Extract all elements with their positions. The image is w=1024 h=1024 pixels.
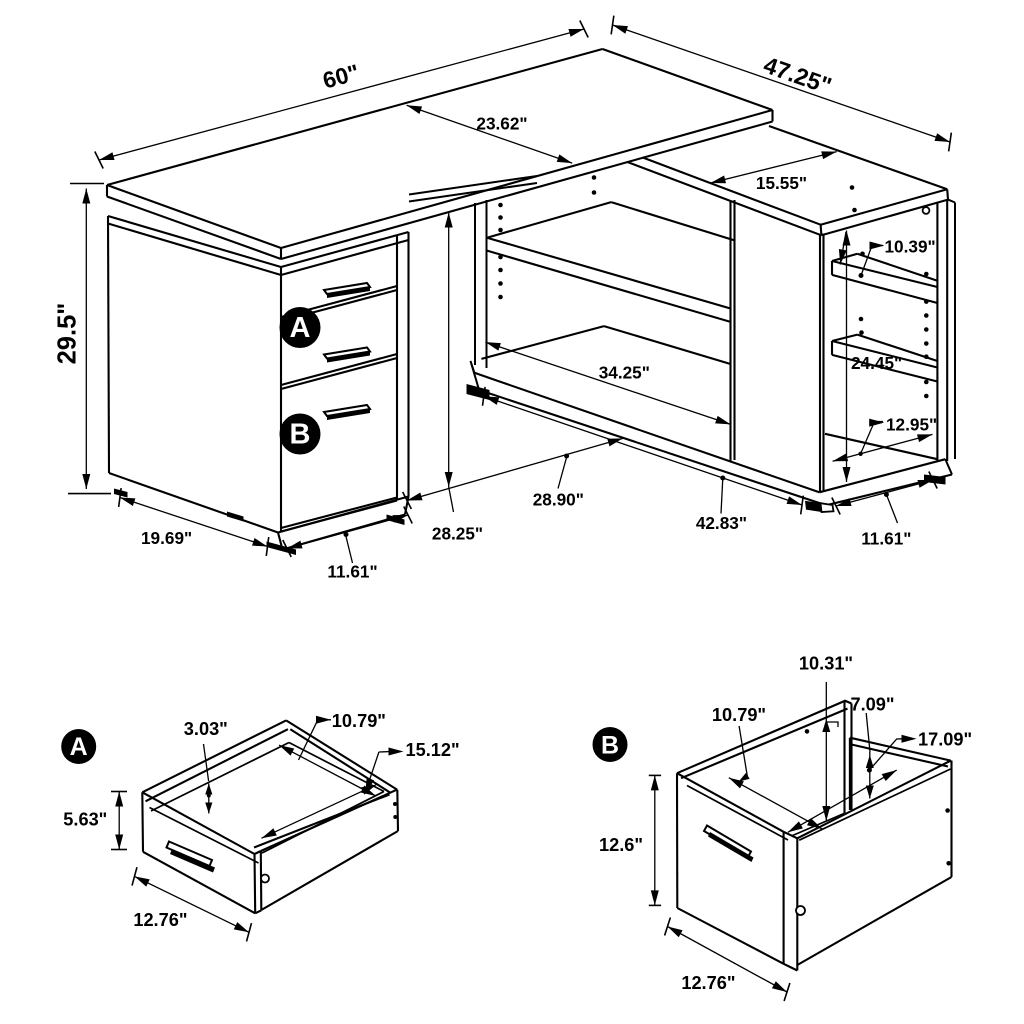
svg-text:5.63": 5.63" <box>63 810 107 830</box>
svg-text:A: A <box>70 733 88 761</box>
svg-text:10.79": 10.79" <box>332 711 386 731</box>
svg-text:11.61": 11.61" <box>861 529 911 549</box>
svg-text:42.83": 42.83" <box>696 513 747 533</box>
svg-text:12.76": 12.76" <box>133 910 187 930</box>
svg-text:A: A <box>290 312 311 344</box>
svg-text:34.25": 34.25" <box>599 363 650 383</box>
svg-text:23.62": 23.62" <box>476 114 527 134</box>
svg-text:B: B <box>290 419 311 451</box>
svg-text:15.12": 15.12" <box>406 740 460 760</box>
svg-text:24.45": 24.45" <box>851 353 902 373</box>
svg-text:19.69": 19.69" <box>141 528 192 548</box>
svg-text:28.90": 28.90" <box>533 490 584 510</box>
svg-text:12.95": 12.95" <box>886 415 937 435</box>
svg-text:12.76": 12.76" <box>681 973 735 993</box>
svg-text:17.09": 17.09" <box>918 730 972 750</box>
svg-text:15.55": 15.55" <box>756 173 807 193</box>
svg-text:10.39": 10.39" <box>885 237 936 257</box>
svg-text:12.6": 12.6" <box>599 835 643 855</box>
svg-text:B: B <box>601 732 619 760</box>
svg-text:10.79": 10.79" <box>712 705 766 725</box>
svg-text:3.03": 3.03" <box>184 719 228 739</box>
svg-text:7.09": 7.09" <box>850 695 894 715</box>
svg-text:29.5": 29.5" <box>54 303 82 365</box>
svg-text:10.31": 10.31" <box>799 654 853 674</box>
svg-text:28.25": 28.25" <box>432 524 483 544</box>
svg-text:11.61": 11.61" <box>327 562 377 582</box>
